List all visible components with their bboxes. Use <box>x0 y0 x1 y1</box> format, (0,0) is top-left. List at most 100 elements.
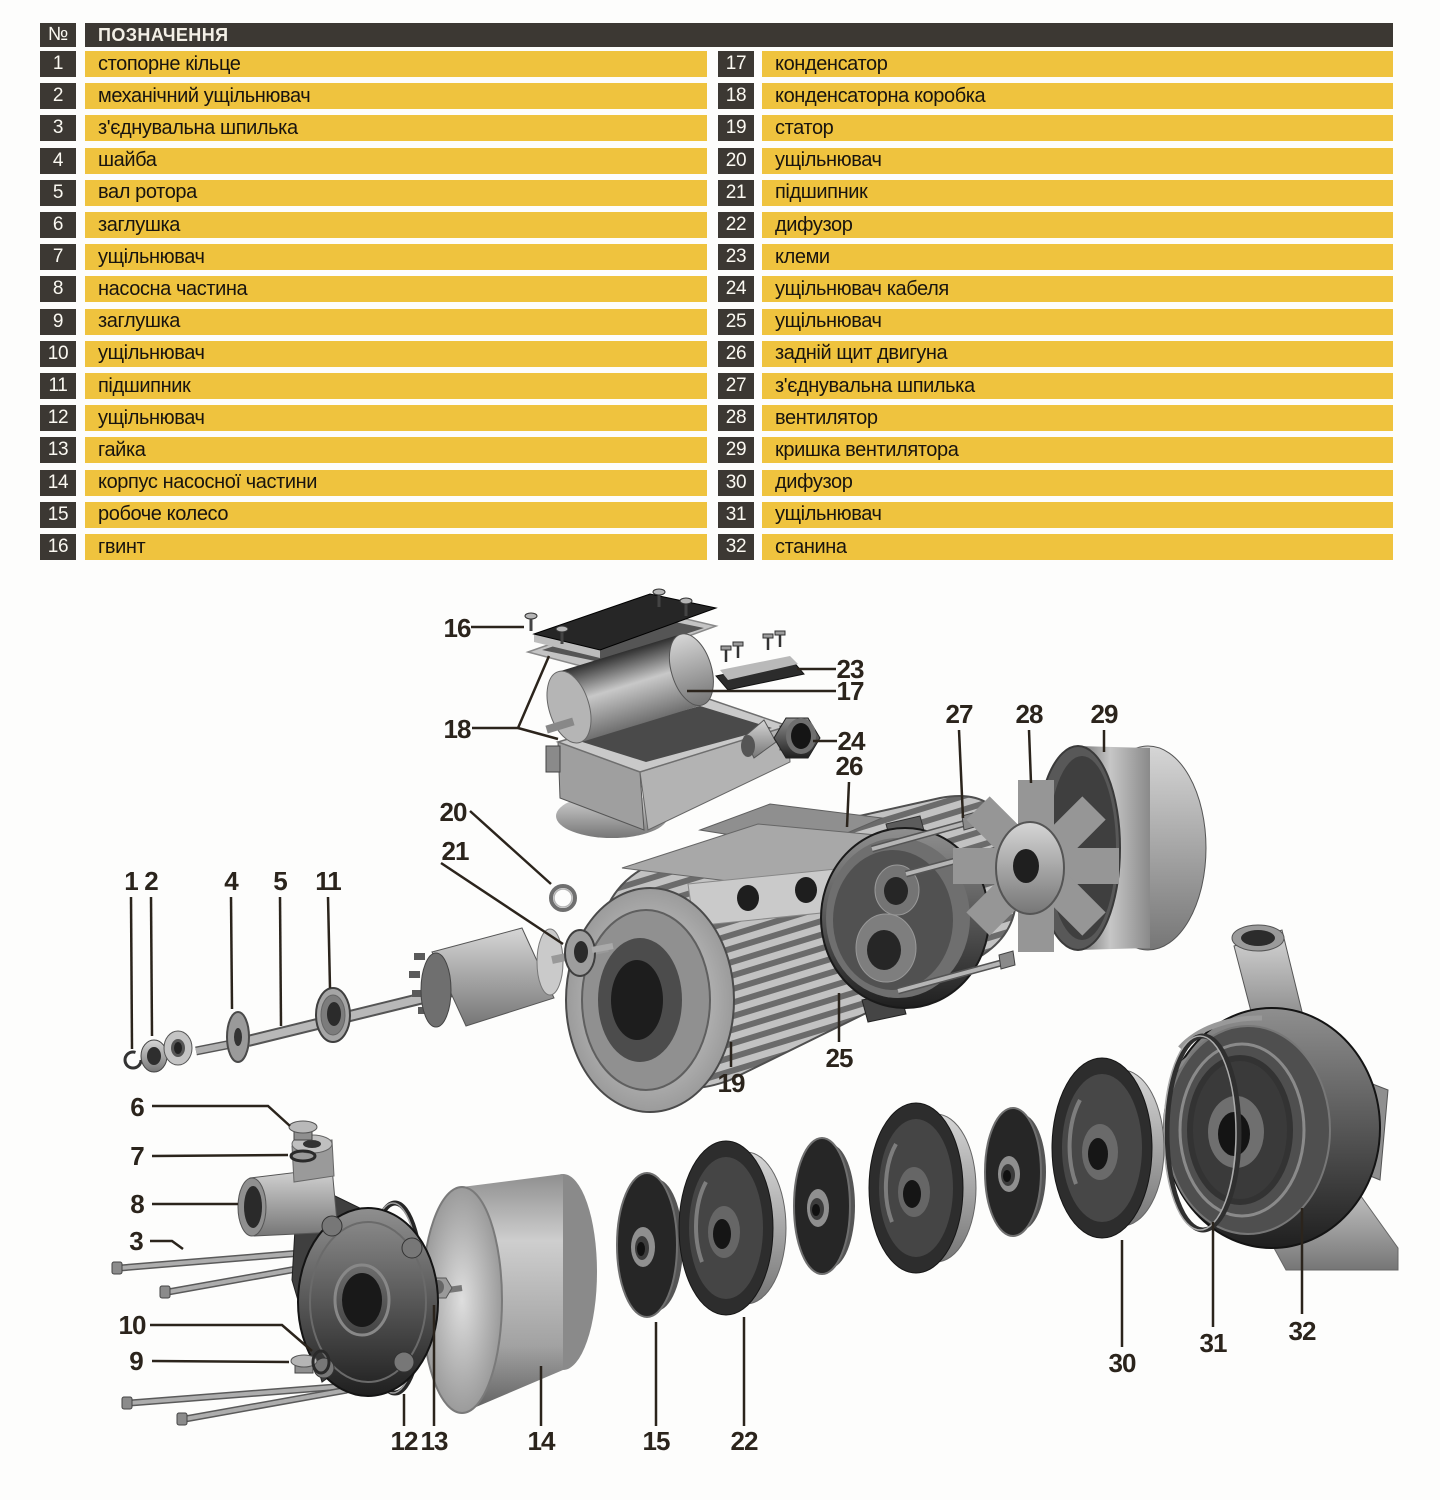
part-row-number: 22 <box>718 212 754 238</box>
callout-number: 6 <box>130 1092 144 1122</box>
part-row-number: 11 <box>40 373 76 399</box>
callout-number: 3 <box>129 1226 143 1256</box>
callout-number: 10 <box>119 1310 146 1340</box>
callout-number: 9 <box>129 1346 143 1376</box>
part-row-label: гайка <box>85 437 707 464</box>
diffuser-2 <box>868 1102 977 1274</box>
part-row-number: 8 <box>40 276 76 303</box>
part-row-number: 32 <box>718 534 754 560</box>
part-row-number: 9 <box>40 308 76 335</box>
callout-number: 16 <box>444 613 471 643</box>
casing-o-ring <box>1163 1033 1242 1233</box>
callout-number: 24 <box>838 726 866 756</box>
part-row-label: механічний ущільнювач <box>85 83 707 110</box>
part-row-label: робоче колесо <box>85 501 707 528</box>
part-row-number: 21 <box>718 179 754 206</box>
capacitor <box>545 633 714 744</box>
impeller-2 <box>793 1137 855 1275</box>
part-row-number: 5 <box>40 179 76 206</box>
callout-number: 21 <box>442 836 469 866</box>
part-row-label: задній щит двигуна <box>762 340 1393 367</box>
part-row-label: ущільнювач <box>85 405 707 432</box>
part-row-number: 2 <box>40 83 76 110</box>
seal-top <box>289 1149 317 1163</box>
part-row-label: шайба <box>85 147 707 174</box>
leader-line <box>326 896 332 989</box>
callout-number: 19 <box>718 1068 745 1098</box>
part-row-label: статор <box>762 115 1393 142</box>
pump-head-body <box>237 1134 439 1397</box>
part-row-label: вентилятор <box>762 405 1393 432</box>
part-row-number: 24 <box>718 276 754 303</box>
leader-line <box>151 1153 289 1158</box>
leader-line <box>151 1359 290 1364</box>
part-row-number: 29 <box>718 437 754 464</box>
leader-line <box>278 896 283 1027</box>
callout-number: 2 <box>144 866 158 896</box>
callout-number: 22 <box>731 1426 758 1456</box>
part-row-number: 18 <box>718 83 754 110</box>
table-header-name: ПОЗНАЧЕННЯ <box>85 23 1393 47</box>
part-row-label: стопорне кільце <box>85 51 707 77</box>
part-row-label: станина <box>762 534 1393 560</box>
capacitor-box-cover <box>525 593 719 671</box>
part-row-number: 28 <box>718 405 754 432</box>
part-row-label: з'єднувальна шпилька <box>85 115 707 142</box>
part-row-label: конденсаторна коробка <box>762 83 1393 110</box>
seal-bottom <box>311 1349 331 1375</box>
part-row-label: гвинт <box>85 534 707 560</box>
part-row-number: 31 <box>718 501 754 528</box>
part-row-number: 23 <box>718 244 754 271</box>
leader-line <box>150 1323 313 1352</box>
part-row-label: вал ротора <box>85 179 707 206</box>
callout-number: 12 <box>391 1426 418 1456</box>
callout-number: 31 <box>1200 1328 1227 1358</box>
leader-line <box>229 896 234 1010</box>
motor-end-shield <box>820 815 990 1023</box>
impeller-1 <box>616 1172 683 1318</box>
callout-number: 17 <box>837 676 864 706</box>
diffuser-rear <box>1051 1057 1165 1239</box>
part-row-label: ущільнювач <box>762 501 1393 528</box>
callout-number: 18 <box>444 714 471 744</box>
part-row-label: конденсатор <box>762 51 1393 77</box>
shaft-seal-ring <box>549 884 577 912</box>
part-row-label: дифузор <box>762 469 1393 496</box>
part-row-label: підшипник <box>762 179 1393 206</box>
leader-line <box>469 810 552 885</box>
part-row-number: 10 <box>40 340 76 367</box>
callout-number: 28 <box>1016 699 1043 729</box>
part-row-label: заглушка <box>85 308 707 335</box>
part-row-number: 19 <box>718 115 754 142</box>
leader-line <box>150 1239 184 1251</box>
leader-line <box>845 781 851 828</box>
rotor-assembly <box>123 927 614 1073</box>
part-row-number: 16 <box>40 534 76 560</box>
part-row-label: ущільнювач <box>762 308 1393 335</box>
part-row-label: дифузор <box>762 212 1393 238</box>
part-row-number: 25 <box>718 308 754 335</box>
part-row-number: 3 <box>40 115 76 142</box>
part-row-label: ущільнювач кабеля <box>762 276 1393 303</box>
cover-screws <box>524 588 693 644</box>
callout-number: 13 <box>421 1426 448 1456</box>
leader-line <box>1027 729 1033 784</box>
callout-number: 7 <box>130 1141 144 1171</box>
part-row-number: 17 <box>718 51 754 77</box>
callout-number: 27 <box>946 699 973 729</box>
part-row-number: 12 <box>40 405 76 432</box>
part-row-label: заглушка <box>85 212 707 238</box>
part-row-label: корпус насосної частини <box>85 469 707 496</box>
part-row-number: 27 <box>718 373 754 399</box>
leader-line <box>149 896 154 1037</box>
callout-number: 1 <box>124 866 138 896</box>
part-row-label: клеми <box>762 244 1393 271</box>
part-row-number: 1 <box>40 51 76 77</box>
callout-number: 20 <box>440 797 467 827</box>
impeller-3 <box>984 1107 1046 1237</box>
callout-number: 23 <box>837 654 864 684</box>
part-row-number: 13 <box>40 437 76 464</box>
callout-number: 15 <box>643 1426 670 1456</box>
